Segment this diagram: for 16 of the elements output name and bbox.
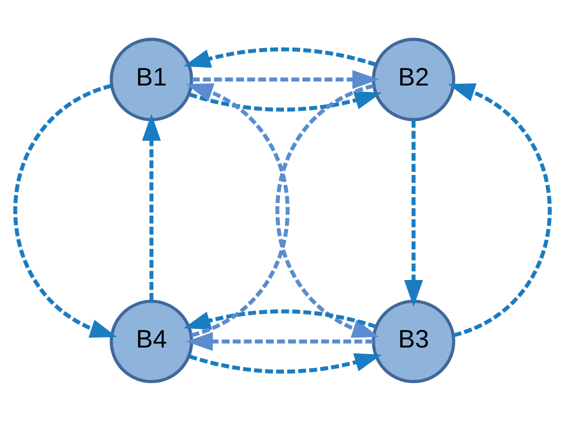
arrow <box>276 84 380 338</box>
arrow <box>186 332 374 351</box>
node-circle: B4 <box>110 300 194 384</box>
arrow <box>188 353 382 374</box>
node-circle: B3 <box>372 300 456 384</box>
node-circle: B2 <box>372 38 456 122</box>
arrow <box>192 70 380 89</box>
arrow <box>184 47 376 68</box>
arrow <box>14 84 118 338</box>
arrow <box>188 91 382 112</box>
arrow <box>142 114 161 301</box>
arrow <box>404 120 423 307</box>
arrow <box>186 83 290 338</box>
arrow <box>448 83 552 338</box>
arrow <box>184 309 376 330</box>
node-circle: B1 <box>110 38 194 122</box>
